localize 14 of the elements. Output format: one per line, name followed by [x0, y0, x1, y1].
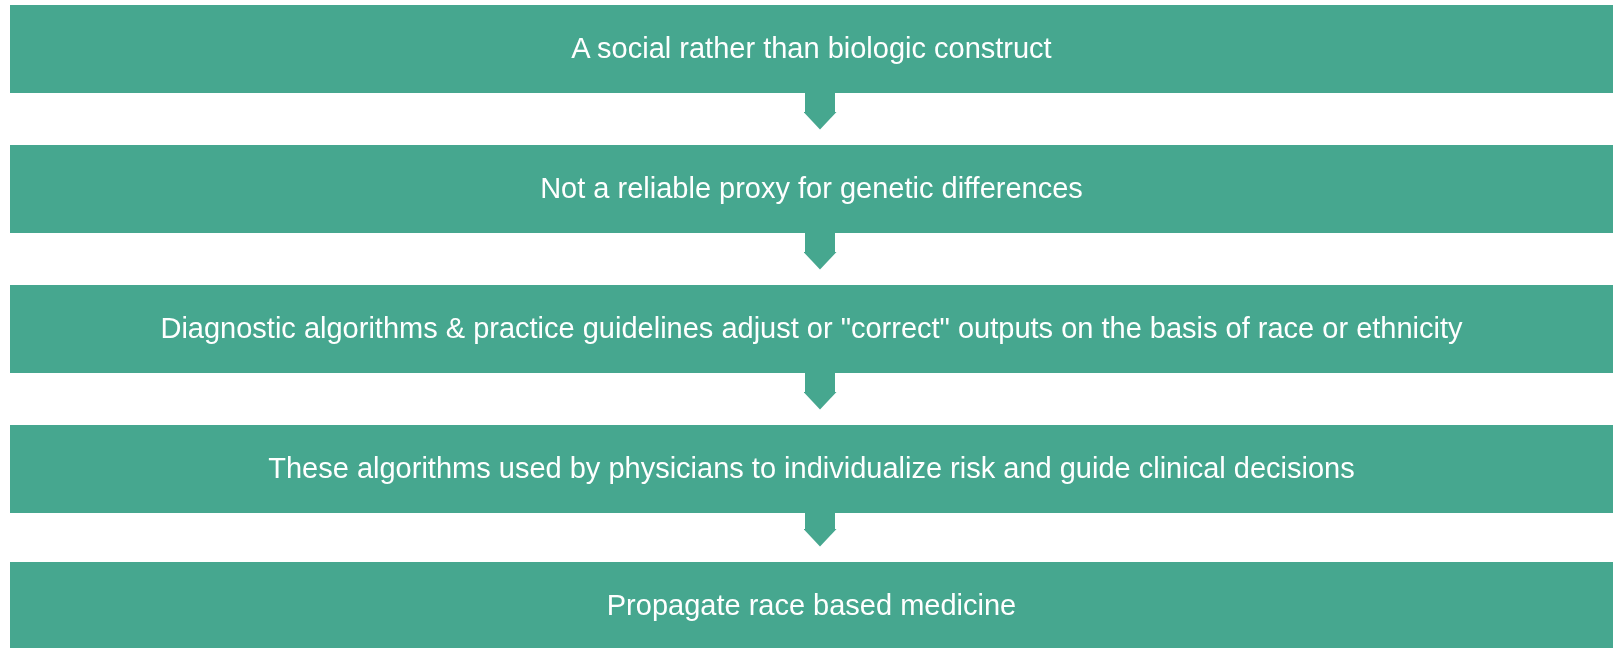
box-text: Propagate race based medicine — [606, 588, 1017, 624]
block-arrow — [803, 93, 837, 130]
block-arrow — [803, 513, 837, 547]
process-box — [10, 425, 1613, 513]
process-box — [10, 5, 1613, 93]
box-text: These algorithms used by physicians to individualize risk and guide clinical decisions — [268, 451, 1355, 487]
box-text: A social rather than biologic construct — [571, 31, 1052, 67]
process-box — [10, 285, 1613, 373]
block-arrow — [803, 233, 837, 270]
box-text: Not a reliable proxy for genetic differences — [540, 171, 1083, 207]
process-box — [10, 145, 1613, 233]
box-text: Diagnostic algorithms & practice guidelines adjust or "correct" outputs on the basis of race or ethnicity — [160, 311, 1463, 347]
block-arrow — [803, 373, 837, 410]
process-box — [10, 562, 1613, 648]
